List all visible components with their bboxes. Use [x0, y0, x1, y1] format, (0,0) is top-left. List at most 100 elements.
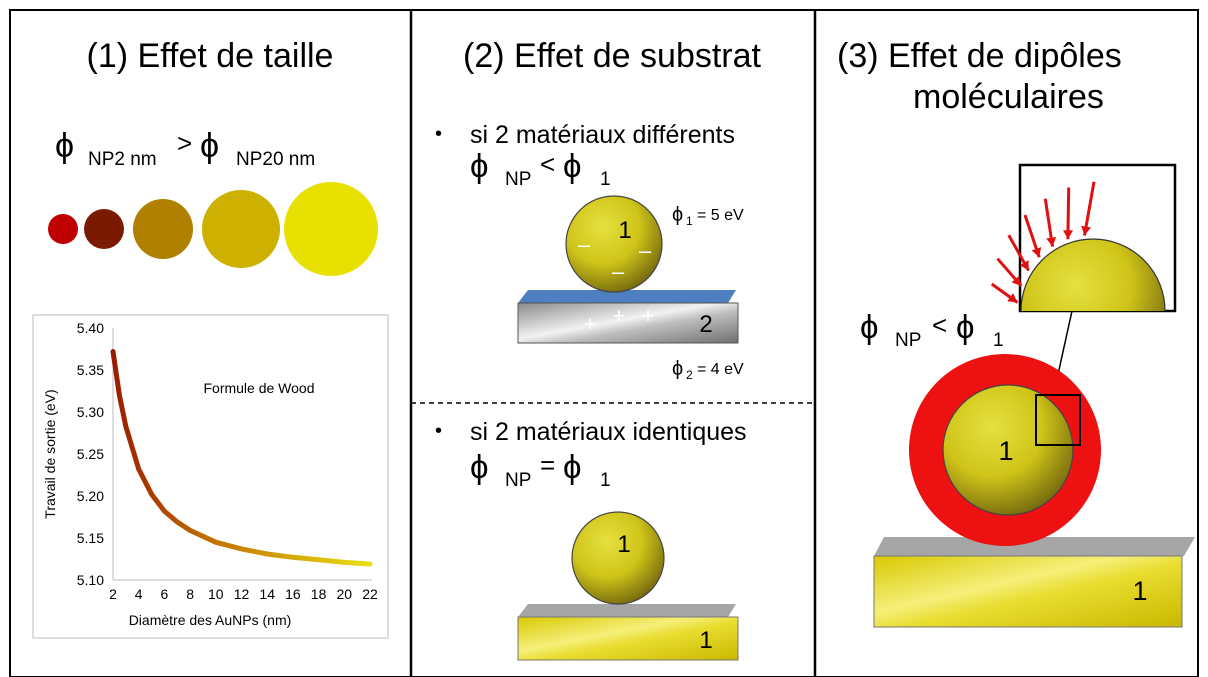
nanoparticle-circle-4 — [202, 190, 280, 268]
minus-charge: – — [612, 259, 625, 284]
greater-than: > — [177, 128, 192, 158]
subscript-1: 1 — [993, 330, 1004, 351]
subscript-1: 1 — [600, 169, 611, 190]
np20nm-subscript: NP20 nm — [236, 149, 315, 170]
subscript: 1 — [686, 214, 693, 228]
phi2-energy: = 4 eV — [697, 361, 744, 378]
y-tick-label: 5.25 — [77, 446, 104, 462]
grey-layer — [874, 537, 1195, 556]
phi-symbol: ϕ — [956, 308, 974, 345]
minus-charge: – — [639, 238, 652, 263]
equation-np-less-phi1: ϕ NP < ϕ 1 — [470, 147, 611, 190]
x-tick-label: 10 — [208, 586, 224, 602]
block-label-1: 1 — [699, 627, 712, 654]
chart-frame — [32, 314, 389, 639]
nanoparticle-sphere — [571, 511, 665, 605]
equals-sign: = — [540, 450, 555, 480]
phi-symbol: ϕ — [470, 448, 488, 485]
y-tick-label: 5.35 — [77, 362, 104, 378]
gold-substrate-block — [873, 555, 1183, 628]
chart-title: Formule de Wood — [203, 380, 314, 396]
bullet-text-different: si 2 matériaux différents — [470, 121, 735, 149]
nanoparticle-circle-5 — [284, 182, 378, 276]
block-label-2: 2 — [699, 311, 712, 338]
phi-symbol: ϕ — [470, 147, 488, 184]
nanoparticle-circle-2 — [84, 209, 124, 249]
dipole-arrowhead — [1007, 293, 1018, 303]
panel1-title: (1) Effet de taille — [87, 37, 334, 75]
sphere-label-1: 1 — [998, 436, 1013, 466]
block-label-1: 1 — [1132, 576, 1147, 606]
dipole-arrowhead — [1011, 275, 1022, 286]
x-tick-label: 12 — [234, 586, 250, 602]
y-tick-label: 5.20 — [77, 488, 104, 504]
phi1-energy: = 5 eV — [697, 207, 744, 224]
np2nm-subscript: NP2 nm — [88, 149, 157, 170]
plus-charge: + — [584, 313, 596, 336]
bullet-2: • — [435, 420, 442, 442]
grey-layer — [518, 604, 736, 617]
equation-np-equals-phi1: ϕ NP = ϕ 1 — [470, 448, 611, 491]
phi-symbol: ϕ — [55, 127, 74, 165]
dipole-arrowhead — [1081, 225, 1091, 236]
x-tick-label: 14 — [259, 586, 275, 602]
y-tick-label: 5.10 — [77, 572, 104, 588]
x-tick-label: 18 — [311, 586, 327, 602]
subscript-1: 1 — [600, 470, 611, 491]
bullet-1: • — [435, 123, 442, 145]
sphere-label-1: 1 — [618, 217, 631, 244]
y-tick-label: 5.30 — [77, 404, 104, 420]
phi-symbol: ϕ — [563, 448, 581, 485]
x-axis-label: Diamètre des AuNPs (nm) — [129, 612, 292, 628]
phi1-value: ϕ 1 = 5 eV — [672, 204, 744, 228]
nanoparticle-sphere — [942, 384, 1074, 516]
x-tick-label: 4 — [135, 586, 143, 602]
phi-symbol: ϕ — [672, 358, 683, 380]
size-circles — [48, 182, 378, 276]
nanoparticle-circle-3 — [133, 199, 193, 259]
panel1-inequality: ϕ NP2 nm > ϕ NP20 nm — [55, 127, 315, 170]
np-subscript: NP — [895, 330, 921, 351]
x-tick-label: 22 — [362, 586, 378, 602]
zoom-region-box — [1035, 394, 1081, 446]
panel2-title: (2) Effet de substrat — [463, 37, 762, 75]
dipole-arrows — [990, 181, 1096, 304]
y-axis-label: Travail de sortie (eV) — [42, 389, 58, 518]
plus-charge: + — [613, 305, 625, 328]
zoomed-particle-quarter — [1020, 238, 1166, 311]
nanoparticle-circle-1 — [48, 214, 78, 244]
phi2-value: ϕ 2 = 4 eV — [672, 358, 744, 382]
panel3-title-line2: moléculaires — [913, 78, 1104, 116]
np-subscript: NP — [505, 470, 531, 491]
dipole-arrow — [1083, 181, 1096, 236]
outer-frame — [9, 9, 1199, 677]
x-tick-label: 20 — [337, 586, 353, 602]
less-than: < — [932, 310, 947, 340]
x-tick-label: 2 — [109, 586, 117, 602]
sphere-label-1: 1 — [617, 531, 630, 558]
dipole-arrowhead — [1019, 260, 1029, 271]
substrate-block-2 — [517, 302, 739, 344]
bullet-text-identical: si 2 matériaux identiques — [470, 418, 747, 446]
phi-symbol: ϕ — [200, 127, 219, 165]
phi-symbol: ϕ — [672, 204, 683, 226]
phi-symbol: ϕ — [860, 308, 878, 345]
dipole-arrowhead — [1046, 236, 1057, 247]
phi-symbol: ϕ — [563, 147, 581, 184]
panel3-title-line1: (3) Effet de dipôles — [837, 37, 1122, 75]
x-tick-label: 8 — [186, 586, 194, 602]
subscript: 2 — [686, 368, 693, 382]
y-tick-label: 5.15 — [77, 530, 104, 546]
dipole-arrowhead — [1063, 230, 1074, 240]
np-subscript: NP — [505, 169, 531, 190]
dipole-arrowhead — [1031, 247, 1042, 258]
plus-charge: + — [642, 305, 654, 328]
blue-layer — [518, 290, 736, 303]
nanoparticle-sphere — [565, 195, 663, 293]
equation-np-less-phi1: ϕ NP < ϕ 1 — [860, 308, 1004, 351]
gold-substrate-block — [517, 616, 739, 661]
y-tick-label: 5.40 — [77, 320, 104, 336]
minus-charge: – — [578, 232, 591, 257]
